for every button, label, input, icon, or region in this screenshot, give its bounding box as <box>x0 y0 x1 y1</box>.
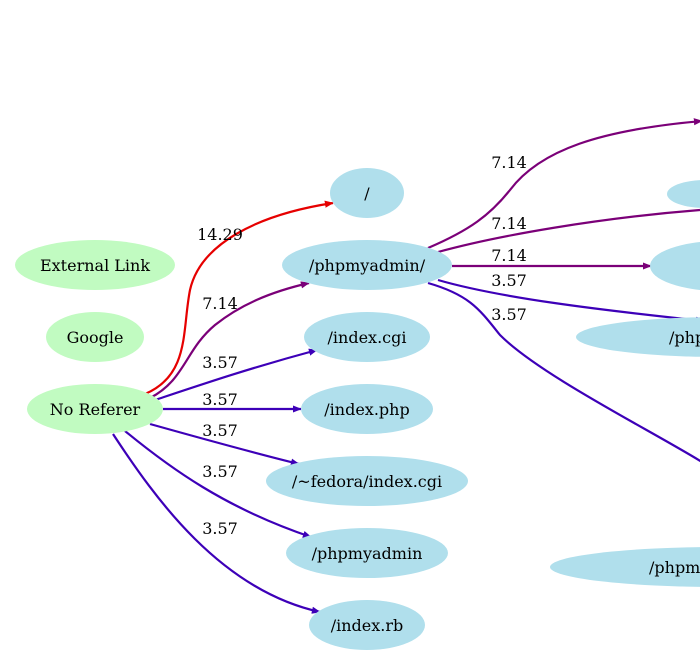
node-label: /index.rb <box>331 616 404 635</box>
node-label: /php <box>669 328 700 347</box>
node-label: /phpmyadmin <box>312 544 423 563</box>
node-label: No Referer <box>50 400 141 419</box>
edge-label-pma-out-1: 7.14 <box>491 153 527 172</box>
node-label: / <box>364 184 370 203</box>
edge-noreferer-to-phpmyadmin-slash <box>149 281 310 399</box>
node-phpmyadmin-slash[interactable]: /phpmyadmin/ <box>282 240 452 290</box>
node-phpmyadmin[interactable]: /phpmyadmin <box>286 528 448 578</box>
edge-label-noref-phpmyadmin-slash: 7.14 <box>202 294 238 313</box>
node-external-link[interactable]: External Link <box>15 240 175 290</box>
node-label: /index.cgi <box>328 328 407 347</box>
node-label: /phpmy <box>649 558 700 577</box>
edge-label-pma-out-2: 7.14 <box>491 214 527 233</box>
edge-label-noref-root: 14.29 <box>197 225 243 244</box>
edge-label-noref-phpmyadmin: 3.57 <box>202 462 238 481</box>
edge-noreferer-to-index-rb <box>112 433 321 614</box>
edge-phpmyadmin-slash-out-5 <box>427 281 700 463</box>
edge-label-noref-fedora: 3.57 <box>202 421 238 440</box>
edge-noreferer-to-index-cgi <box>154 348 318 402</box>
node-index-rb[interactable]: /index.rb <box>309 600 425 650</box>
edge-phpmyadmin-slash-out-2 <box>437 208 700 254</box>
node-label: /~fedora/index.cgi <box>292 472 442 491</box>
edge-label-noref-index-cgi: 3.57 <box>202 353 238 372</box>
node-partial-php[interactable]: /php <box>576 317 700 357</box>
edge-phpmyadmin-slash-out-1 <box>427 118 700 250</box>
edge-label-noref-index-php: 3.57 <box>202 390 238 409</box>
edge-noreferer-to-fedora-index-cgi <box>149 422 300 466</box>
edge-label-pma-out-4: 3.57 <box>491 271 527 290</box>
node-index-cgi[interactable]: /index.cgi <box>304 312 430 362</box>
node-label: Google <box>67 328 124 347</box>
edge-label-pma-out-5: 3.57 <box>491 305 527 324</box>
node-root[interactable]: / <box>330 168 404 218</box>
node-label: External Link <box>40 256 150 275</box>
edge-label-noref-index-rb: 3.57 <box>202 519 238 538</box>
edge-noreferer-to-root <box>144 200 334 396</box>
edge-phpmyadmin-slash-out-4 <box>437 278 700 324</box>
edge-label-pma-out-3: 7.14 <box>491 246 527 265</box>
node-google[interactable]: Google <box>46 312 144 362</box>
node-partial-middle[interactable] <box>650 241 700 291</box>
node-label: /phpmyadmin/ <box>309 256 426 275</box>
node-partial-phpmy[interactable]: /phpmy <box>550 547 700 587</box>
node-partial-top[interactable] <box>667 180 700 208</box>
node-no-referer[interactable]: No Referer <box>27 384 163 434</box>
node-fedora-index-cgi[interactable]: /~fedora/index.cgi <box>266 456 468 506</box>
node-index-php[interactable]: /index.php <box>301 384 433 434</box>
node-label: /index.php <box>324 400 409 419</box>
edge-noreferer-to-phpmyadmin <box>124 430 312 539</box>
